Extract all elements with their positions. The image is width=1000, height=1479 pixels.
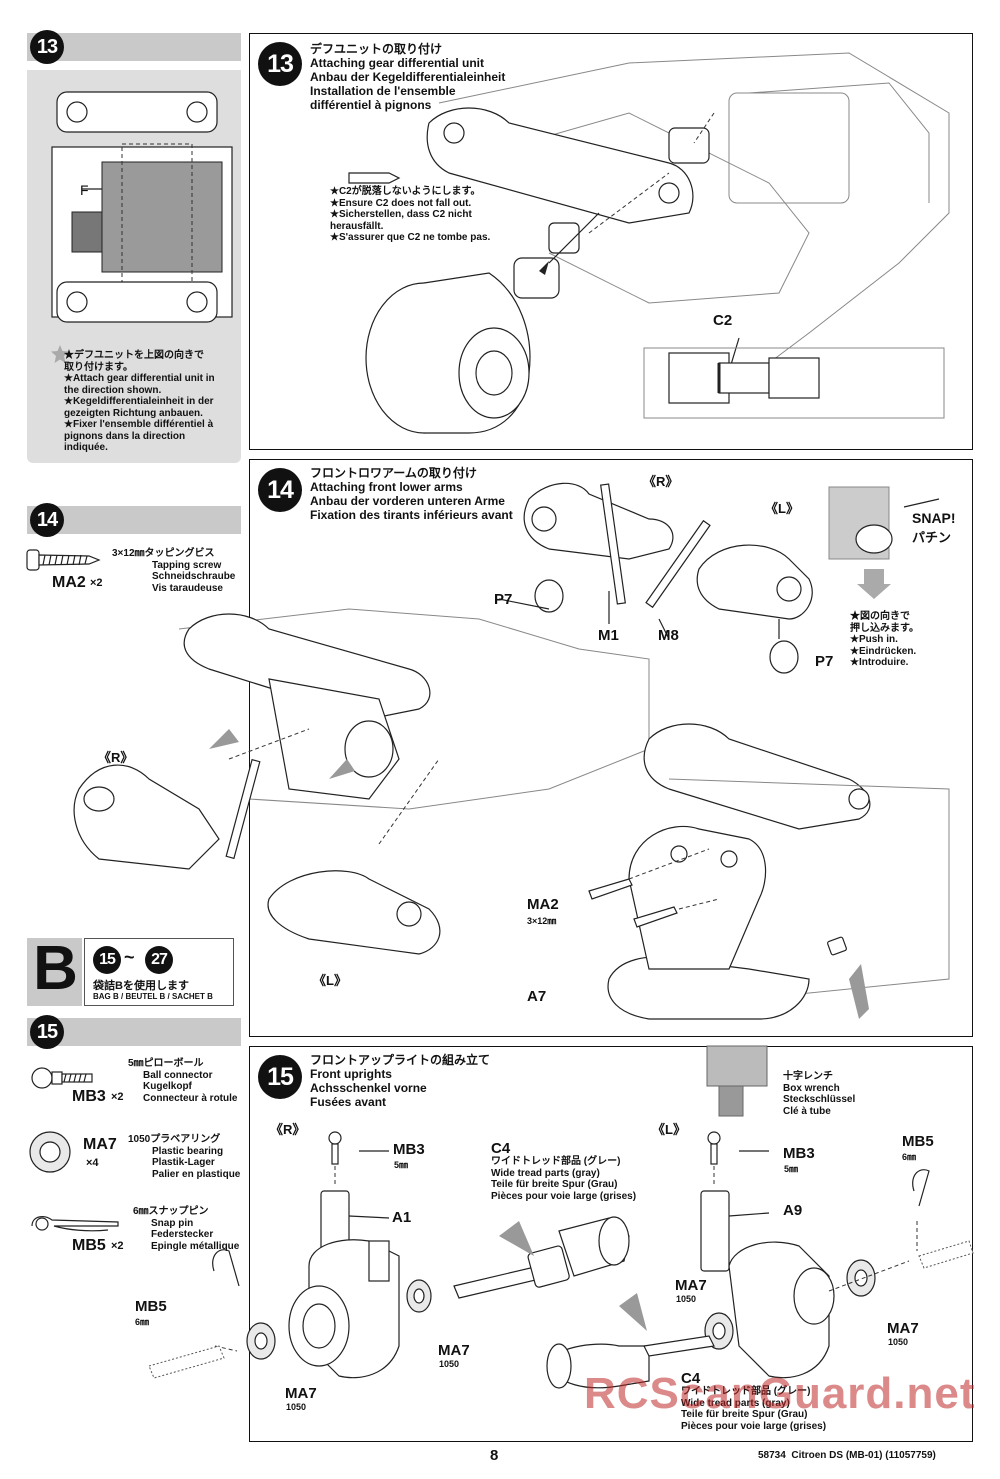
p15-label-mb5-b: MB5 [902, 1133, 934, 1150]
watermark: RCScanGuard.net [584, 1369, 976, 1418]
bag-b-box [27, 938, 82, 1006]
model-info: 58734 Citroen DS (MB-01) (11057759) [758, 1450, 936, 1461]
p14-label-ma2-size: 3×12㎜ [527, 916, 557, 926]
p15-label-ma7-d-size: 1050 [439, 1359, 460, 1369]
bag-letter: B [33, 934, 78, 1003]
p15-label-l: 《L》 [652, 1122, 686, 1137]
p15-label-r: 《R》 [270, 1122, 306, 1137]
p15-label-c4-top: C4 [491, 1140, 511, 1157]
p15-label-mb3-b: MB3 [783, 1145, 815, 1162]
panel15-drawing [148, 1045, 974, 1389]
p15-label-ma7-b: MA7 [675, 1277, 707, 1294]
p15-label-mb3-a: MB3 [393, 1141, 425, 1158]
label-f: F [80, 182, 89, 198]
bag-range-from: 15 [93, 946, 121, 974]
p14-snap: SNAP! [912, 510, 956, 526]
p14-label-ma2: MA2 [527, 896, 559, 913]
p15-wrench: 十字レンチ Box wrench Steckschlüssel Clé à tu… [783, 1071, 856, 1117]
panel14-number: 14 [258, 468, 302, 512]
bag-text-jp: 袋詰Bを使用します [93, 980, 189, 992]
p14-label-r-top: 《R》 [643, 474, 679, 489]
p14-label-m1: M1 [598, 627, 619, 644]
p14-label-m8: M8 [658, 627, 679, 644]
p14-label-r-mid: 《R》 [98, 750, 134, 765]
p15-label-mb5-a-size: 6㎜ [135, 1317, 150, 1327]
p14-label-l-bottom: 《L》 [313, 973, 347, 988]
panel13-drawing [348, 52, 950, 434]
p15-label-ma7-b-size: 1050 [676, 1294, 697, 1304]
part-ma7-desc: 1050プラベアリング Plastic bearing Plastik-Lage… [128, 1134, 241, 1180]
step13-note: ★デフユニットを上図の向きで 取り付けます。 ★Attach gear diff… [64, 350, 215, 453]
panel14-drawing [73, 482, 950, 1020]
part-mb5-desc: 6㎜スナップピン Snap pin Federstecker Epingle m… [133, 1206, 240, 1252]
p15-label-a1: A1 [392, 1209, 412, 1226]
screw-qty: ×2 [90, 577, 103, 589]
p14-label-a7: A7 [527, 988, 547, 1005]
plastic-bearing-icon [29, 1131, 71, 1173]
p14-label-p7a: P7 [494, 591, 513, 608]
bag-range-sep: ~ [124, 947, 135, 967]
panel13-label-c2: C2 [713, 312, 733, 329]
tapping-screw-icon [26, 549, 101, 571]
screw-desc: 3×12㎜タッピングビス Tapping screw Schneidschrau… [112, 548, 236, 594]
p15-label-c4-bottom: C4 [681, 1370, 701, 1387]
p14-label-p7b: P7 [815, 653, 834, 670]
step15-number: 15 [30, 1015, 64, 1049]
part-ma7-code: MA7 [83, 1136, 117, 1153]
ball-connector-icon [31, 1067, 93, 1089]
panel15-title: フロントアップライトの組み立て Front uprights Achsschen… [310, 1053, 491, 1109]
part-mb3-qty: ×2 [111, 1091, 124, 1103]
p15-label-a9: A9 [783, 1202, 803, 1219]
panel13-note: ★C2が脱落しないようにします。 ★Ensure C2 does not fal… [330, 186, 491, 243]
p15-label-ma7-c: MA7 [887, 1320, 919, 1337]
part-ma7-qty: ×4 [86, 1157, 99, 1169]
snap-pin-icon [31, 1216, 119, 1232]
p15-label-mb5-b-size: 6㎜ [902, 1152, 917, 1162]
p15-label-mb3-a-size: 5㎜ [394, 1160, 409, 1170]
p15-label-ma7-a-size: 1050 [286, 1402, 307, 1412]
p14-label-l-top: 《L》 [765, 501, 799, 516]
part-mb5-qty: ×2 [111, 1240, 124, 1252]
p15-c4-desc-bottom: ワイドトレッド部品 (グレー) Wide tread parts (gray) … [681, 1386, 827, 1432]
step13-number: 13 [30, 30, 64, 64]
screw-code: MA2 [52, 574, 86, 591]
p15-label-mb5-a: MB5 [135, 1298, 167, 1315]
p15-label-ma7-d: MA7 [438, 1342, 470, 1359]
bag-range-to: 27 [145, 946, 173, 974]
panel13-number: 13 [258, 42, 302, 86]
step13-detail-drawing [51, 91, 233, 323]
p14-snap-jp: パチン [912, 530, 952, 545]
p15-label-mb3-b-size: 5㎜ [784, 1164, 799, 1174]
panel13-title: デフユニットの取り付け Attaching gear differential … [310, 42, 506, 112]
bag-text-en: BAG B / BEUTEL B / SACHET B [93, 992, 213, 1001]
star-badge-icon [51, 345, 69, 363]
panel15-number: 15 [258, 1055, 302, 1099]
bag-info-box [84, 938, 234, 1006]
part-mb3-code: MB3 [72, 1088, 106, 1105]
p15-label-ma7-a: MA7 [285, 1385, 317, 1402]
page-number: 8 [490, 1447, 499, 1464]
p15-c4-desc-top: ワイドトレッド部品 (グレー) Wide tread parts (gray) … [491, 1156, 637, 1202]
part-mb5-code: MB5 [72, 1237, 106, 1254]
p14-push-note: ★図の向きで 押し込みます。 ★Push in. ★Eindrücken. ★I… [850, 611, 919, 668]
p15-label-ma7-c-size: 1050 [888, 1337, 909, 1347]
panel14-title: フロントロワアームの取り付け Attaching front lower arm… [310, 466, 513, 522]
part-mb3-desc: 5㎜ピローボール Ball connector Kugelkopf Connec… [128, 1058, 238, 1104]
step14-number: 14 [30, 503, 64, 537]
